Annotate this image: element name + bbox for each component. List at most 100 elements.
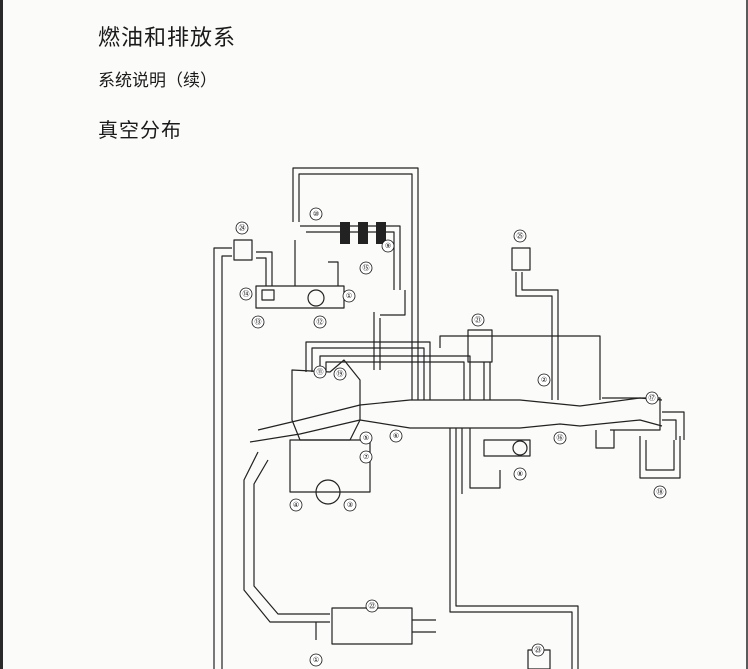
callout-23: [531, 643, 545, 657]
hose-canister-manifold: [380, 290, 406, 316]
callout-15: [359, 261, 373, 275]
page-subtitle: 系统说明（续）: [98, 71, 217, 91]
callout-label: ⑯: [557, 434, 564, 442]
charcoal-canister: [255, 285, 345, 309]
vacuum-line-a: [305, 341, 431, 400]
callout-label: ③: [347, 501, 353, 509]
vacuum-hose-top-loop-inner: [298, 173, 413, 400]
callout-1: [342, 289, 356, 303]
callout-label: ①: [313, 656, 319, 664]
u-tube: [595, 430, 615, 449]
vacuum-line-c: [319, 355, 471, 400]
callout-label: ⑱: [657, 488, 664, 496]
hose-to-23: [449, 428, 579, 669]
hose-canister-engine: [373, 312, 381, 370]
catalytic-converter: [331, 607, 413, 645]
fuel-rail: [300, 225, 401, 290]
exhaust-pipe-top: [243, 451, 330, 623]
intake-duct-bottom: [249, 419, 663, 443]
fuel-injector: [340, 222, 350, 244]
callout-12: [313, 315, 327, 329]
callout-22: [365, 599, 379, 613]
fuel-injector: [358, 222, 368, 244]
vacuum-line-d: [325, 361, 465, 400]
engine-lower: [289, 439, 371, 493]
section-title: 真空分布: [98, 118, 182, 142]
callout-label: ②: [541, 376, 547, 384]
callout-2: [537, 373, 551, 387]
callout-label: ⑲: [337, 370, 344, 378]
component-8-valve: [512, 440, 528, 456]
callout-18: [653, 485, 667, 499]
callout-7: [359, 450, 373, 464]
callout-label: ⑪: [317, 368, 324, 376]
component-24-body: [233, 239, 253, 261]
hose-8: [461, 428, 501, 494]
callout-16: [553, 431, 567, 445]
intake-duct-top: [257, 397, 663, 431]
callout-10: [309, 207, 323, 221]
callout-label: ⑨: [385, 242, 391, 250]
callout-label: ⑤: [363, 434, 369, 442]
callout-5: [359, 431, 373, 445]
callout-1b: [309, 653, 323, 667]
callout-8: [513, 467, 527, 481]
callout-14: [239, 287, 253, 301]
right-page-rule: [746, 0, 748, 669]
component-8-body: [483, 439, 531, 457]
component-25-body: [511, 247, 531, 271]
resonator: [639, 436, 681, 479]
purge-valve: [307, 289, 325, 307]
callout-label: ⑭: [243, 290, 250, 298]
callout-label: ④: [293, 501, 299, 509]
hose-21-down: [483, 362, 491, 400]
fuel-injector: [376, 222, 386, 244]
callout-label: ⑩: [313, 210, 319, 218]
hose-to-21: [439, 335, 601, 400]
crank-pulley: [315, 479, 341, 505]
air-cleaner-box: [602, 397, 661, 431]
left-page-rule: [0, 0, 3, 669]
page-title: 燃油和排放系: [98, 26, 237, 51]
callout-label: ㉒: [369, 602, 376, 610]
callout-13: [251, 315, 265, 329]
callout-3: [343, 498, 357, 512]
callout-19: [333, 367, 347, 381]
callout-label: ⑫: [317, 318, 324, 326]
component-21-body: [467, 329, 493, 363]
exhaust-pipe-bottom: [253, 459, 330, 615]
callout-24: [235, 221, 249, 235]
callout-group: [235, 207, 667, 667]
callout-label: ⑬: [255, 318, 262, 326]
callout-label: ⑦: [363, 453, 369, 461]
tailpipe: [412, 619, 436, 633]
callout-labels: ① ② ③ ④ ⑤ ⑥ ⑦ ⑧ ⑨ ⑩ ⑪ ⑫ ⑬ ⑭ ⑮ ⑯ ⑰ ⑱ ⑲ ㉑ …: [239, 210, 664, 664]
hose-to-25: [515, 272, 559, 400]
callout-25: [513, 229, 527, 243]
callout-label: ㉔: [239, 224, 246, 232]
hose-24-right: [256, 251, 273, 286]
callout-11: [313, 365, 327, 379]
canister-hose: [294, 240, 339, 286]
duct-end-pipe: [662, 411, 685, 440]
callout-label: ㉑: [475, 316, 482, 324]
resonator-inner: [645, 440, 675, 471]
callout-6: [389, 429, 403, 443]
callout-4: [289, 498, 303, 512]
callout-label: ㉕: [517, 232, 524, 240]
callout-label: ⑧: [517, 470, 523, 478]
callout-label: ⑰: [649, 394, 656, 402]
vacuum-line-b: [311, 347, 425, 400]
callout-17: [645, 391, 659, 405]
hose-24-left: [213, 247, 232, 669]
callout-9: [381, 239, 395, 253]
callout-label: ⑥: [393, 432, 399, 440]
callout-label: ⑮: [363, 264, 370, 272]
callout-21: [471, 313, 485, 327]
callout-label: ①: [346, 292, 352, 300]
engine-block: [291, 359, 361, 441]
callout-label: ㉓: [535, 646, 542, 654]
canister-sensor: [261, 289, 275, 301]
vacuum-hose-top-loop: [292, 167, 419, 400]
